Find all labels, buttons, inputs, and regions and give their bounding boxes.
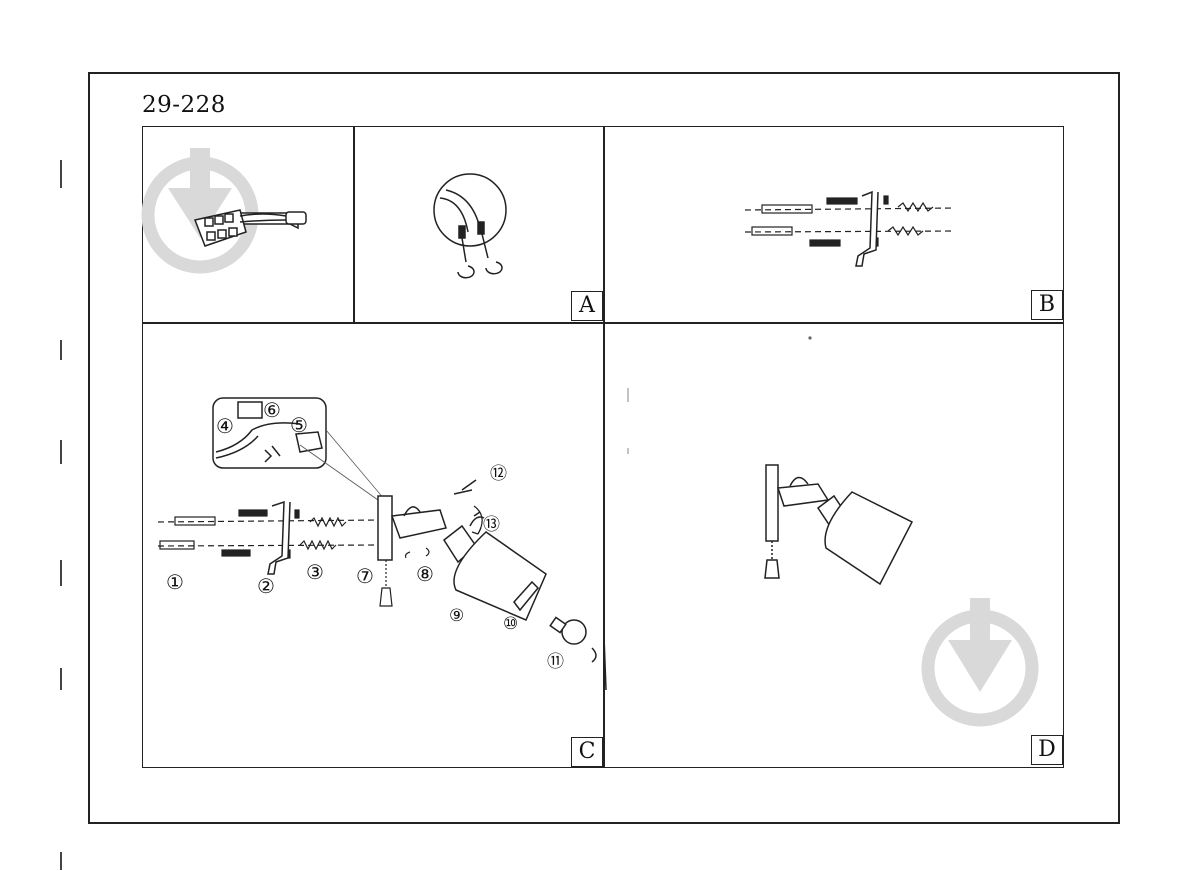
- scan-edge-mark: [60, 160, 62, 188]
- bulb-icon: [549, 616, 607, 691]
- wiring-inset: [212, 397, 327, 469]
- grid-divider-top-left: [353, 126, 355, 323]
- watermark-logo-icon: [168, 148, 232, 238]
- wall-anchor-icon: [744, 195, 956, 247]
- document-frame: [88, 72, 1120, 824]
- assembled-lamp-icon: [764, 464, 914, 586]
- callout-7: ⑦: [356, 564, 374, 588]
- panel-label-a: A: [571, 291, 603, 321]
- callout-6: ⑥: [263, 398, 281, 422]
- callout-8: ⑧: [416, 562, 434, 586]
- panel-label-c: C: [571, 737, 603, 767]
- grid-divider-vertical: [603, 126, 605, 768]
- callout-13: ⑬: [483, 515, 500, 535]
- wire-twist-icon: [433, 173, 507, 279]
- scan-edge-mark: [60, 440, 62, 464]
- callout-9: ⑨: [449, 606, 465, 626]
- callout-4: ④: [216, 414, 234, 438]
- wall-anchor-icon: [157, 509, 381, 559]
- terminal-block-icon: [193, 209, 307, 247]
- callout-3: ③: [306, 560, 324, 584]
- scan-edge-mark: [60, 560, 62, 586]
- callout-5: ⑤: [290, 413, 308, 437]
- callout-11: ⑪: [547, 652, 564, 672]
- pull-cord-icon: [379, 560, 393, 607]
- leader-lines: [299, 429, 386, 501]
- scan-edge-mark: [60, 668, 62, 690]
- scan-artifact: [627, 336, 812, 454]
- panel-label-b: B: [1031, 290, 1063, 320]
- callout-1: ①: [166, 570, 184, 594]
- scan-edge-mark: [60, 340, 62, 360]
- scan-edge-mark: [60, 852, 62, 870]
- callout-12: ⑫: [490, 464, 507, 484]
- rotation-arrow-icon: [404, 505, 483, 559]
- lamp-bracket-icon: [267, 495, 447, 575]
- lamp-bracket-icon: [855, 190, 879, 267]
- panel-label-d: D: [1031, 735, 1063, 765]
- callout-10: ⑩: [503, 614, 519, 634]
- callout-2: ②: [257, 574, 275, 598]
- model-number: 29-228: [142, 92, 226, 118]
- watermark-logo-icon: [948, 598, 1012, 692]
- lamp-shade-icon: [443, 479, 547, 621]
